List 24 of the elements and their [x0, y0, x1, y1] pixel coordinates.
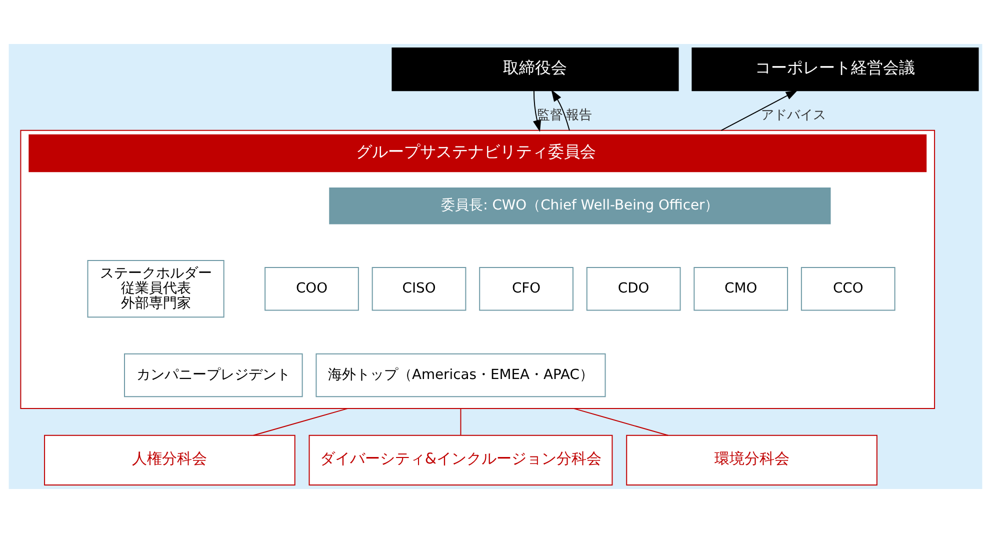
edge-label: 監督: [537, 108, 564, 123]
node-box: ダイバーシティ&インクルージョン分科会: [308, 434, 613, 486]
node-box: 海外トップ（Americas・EMEA・APAC）: [316, 353, 606, 398]
node-box: 委員長: CWO（Chief Well-Being Officer）: [329, 188, 831, 224]
node-box: 人権分科会: [44, 434, 296, 486]
node-box: カンパニープレジデント: [124, 353, 303, 398]
node-box: コーポレート経営会議: [692, 47, 979, 92]
node-box: CFO: [479, 267, 574, 311]
node-box: 環境分科会: [626, 434, 878, 486]
edge-label: 報告: [566, 108, 592, 123]
arrow: [720, 90, 798, 131]
arrow: [551, 90, 570, 131]
node-box: COO: [264, 267, 359, 311]
node-box: ステークホルダー 従業員代表 外部専門家: [87, 260, 224, 318]
node-box: CMO: [694, 267, 788, 311]
node-box: CDO: [586, 267, 681, 311]
arrow: [532, 90, 542, 132]
connector: [460, 408, 462, 436]
node-box: 取締役会: [392, 47, 679, 92]
connector: [252, 408, 348, 436]
node-box: CCO: [800, 267, 896, 311]
connector: [574, 408, 669, 436]
node-box: CISO: [372, 267, 466, 311]
edge-label: アドバイス: [760, 108, 826, 123]
